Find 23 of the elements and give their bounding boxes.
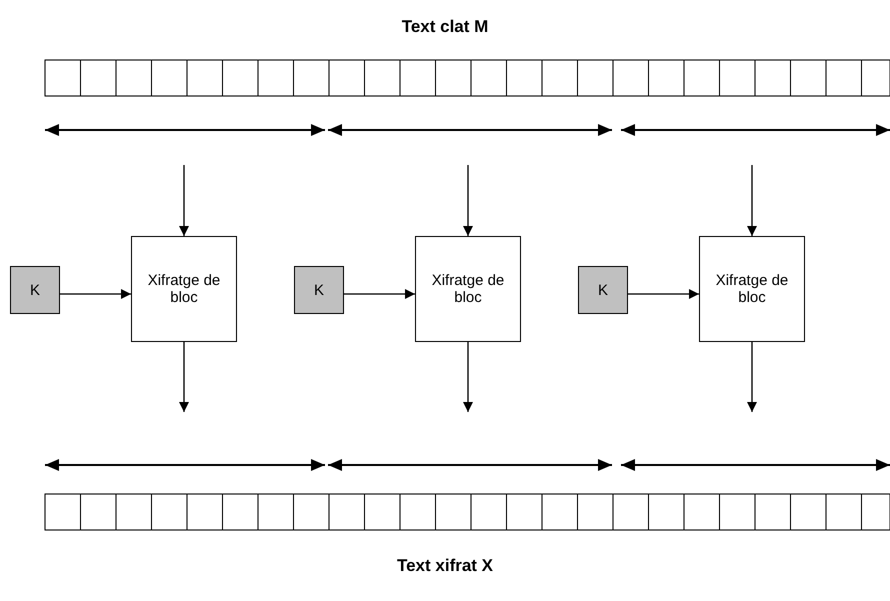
process-box	[131, 236, 237, 342]
arrow	[747, 165, 757, 236]
arrow	[179, 165, 189, 236]
arrow	[344, 289, 415, 299]
box-label: K	[596, 282, 609, 298]
arrow	[463, 342, 473, 412]
key-box	[578, 266, 628, 314]
arrow	[463, 165, 473, 236]
diagram-caption: Text xifrat X	[396, 556, 494, 576]
arrow	[60, 289, 131, 299]
arrow	[179, 342, 189, 412]
box-label: Xifratge de bloc	[146, 272, 222, 306]
box-label: Xifratge de bloc	[430, 272, 506, 306]
box-label: Xifratge de bloc	[714, 272, 790, 306]
box-label: K	[312, 282, 325, 298]
box-label: K	[28, 282, 41, 298]
arrow	[628, 289, 699, 299]
arrow	[747, 342, 757, 412]
key-box	[10, 266, 60, 314]
diagram-title: Text clat M	[400, 17, 490, 37]
key-box	[294, 266, 344, 314]
process-box	[699, 236, 805, 342]
process-box	[415, 236, 521, 342]
